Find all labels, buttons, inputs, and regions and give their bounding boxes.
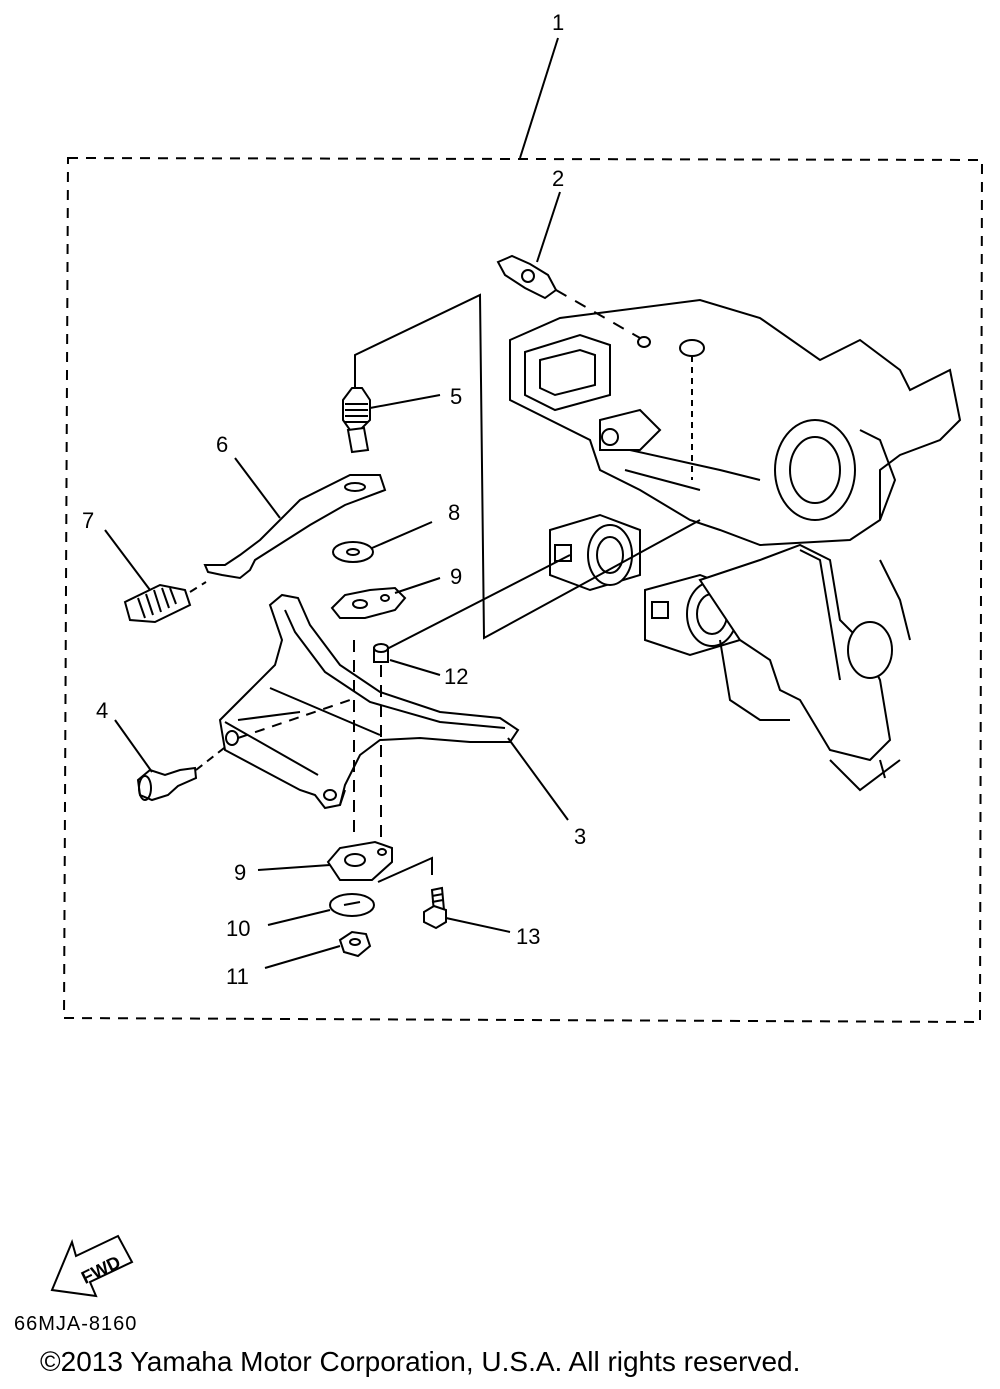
callout-4: 4 xyxy=(96,698,108,723)
engine-bracket-body xyxy=(509,298,962,792)
connection-line-12 xyxy=(384,554,571,651)
callout-2: 2 xyxy=(552,166,564,191)
part-7-grip xyxy=(123,581,207,624)
leader-9a xyxy=(394,577,441,594)
part-9-lower-plate xyxy=(326,840,433,883)
connection-line-5 xyxy=(354,293,701,640)
leader-7 xyxy=(104,529,151,591)
part-13-screw xyxy=(423,886,447,930)
callout-9-upper: 9 xyxy=(450,564,462,589)
leader-11 xyxy=(264,945,341,969)
leader-9b xyxy=(257,864,331,871)
part-5-screw xyxy=(342,387,371,454)
leader-3 xyxy=(507,737,569,821)
callout-9-lower: 9 xyxy=(234,860,246,885)
part-2-grease-nipple xyxy=(496,254,651,348)
callout-10: 10 xyxy=(226,916,250,941)
callout-6: 6 xyxy=(216,432,228,457)
callout-1: 1 xyxy=(552,10,564,35)
part-10-washer xyxy=(329,893,375,917)
part-9-upper-plate xyxy=(330,586,407,619)
part-4-bolt xyxy=(136,744,229,802)
leader-8 xyxy=(371,521,433,549)
callout-8: 8 xyxy=(448,500,460,525)
callout-3: 3 xyxy=(574,824,586,849)
part-6-lever xyxy=(203,474,387,580)
callout-13: 13 xyxy=(516,924,540,949)
copyright-text: ©2013 Yamaha Motor Corporation, U.S.A. A… xyxy=(40,1346,801,1377)
leader-4 xyxy=(114,719,153,773)
part-8-washer xyxy=(332,541,374,563)
assembly-boundary xyxy=(62,156,984,1024)
part-12-collar xyxy=(373,643,389,663)
top-pin xyxy=(679,339,705,357)
callout-12: 12 xyxy=(444,664,468,689)
leader-10 xyxy=(267,909,331,926)
leader-6 xyxy=(234,457,281,519)
leader-12 xyxy=(389,659,441,676)
callout-5: 5 xyxy=(450,384,462,409)
part-11-nut xyxy=(338,930,372,958)
leader-13 xyxy=(445,917,511,933)
fwd-arrow-icon: FWD xyxy=(50,1234,134,1298)
leader-1 xyxy=(519,37,559,159)
diagram-code: 66MJA-8160 xyxy=(14,1313,138,1335)
part-3-bracket xyxy=(218,593,520,810)
callout-11: 11 xyxy=(226,964,249,989)
callout-7: 7 xyxy=(82,508,94,533)
leader-2 xyxy=(536,191,561,263)
leader-5 xyxy=(369,394,441,409)
